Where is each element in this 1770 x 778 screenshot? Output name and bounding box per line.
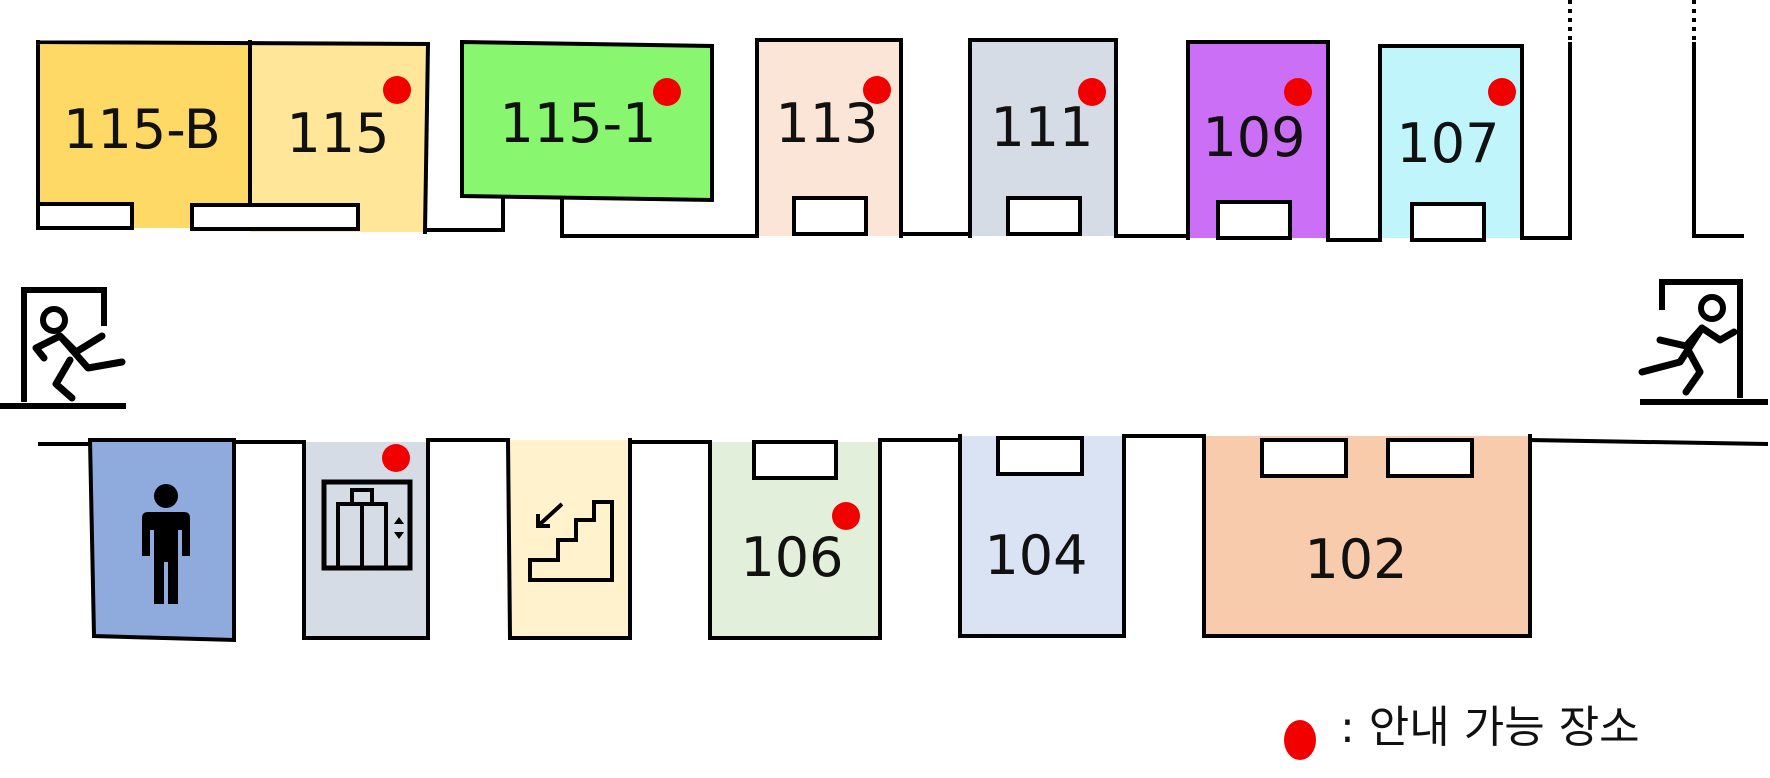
elevator-icon [321,479,413,571]
room-104-label: 104 [984,524,1087,587]
room-115-1-fill [460,39,714,203]
door-106 [752,440,838,480]
room-106[interactable]: 106 [708,440,882,640]
stairs-down-icon [528,500,614,582]
room-106-label: 106 [740,526,843,589]
door-104 [996,436,1084,476]
room-111-label: 111 [990,96,1093,159]
guide-marker [1488,78,1516,106]
room-115-b[interactable]: 115-B [38,42,250,228]
guide-marker [1284,78,1312,106]
wall-segment [560,198,757,238]
legend-marker [1284,720,1316,760]
guide-marker [653,78,681,106]
stairs[interactable] [505,437,632,640]
wall-segment [423,194,505,232]
guide-marker [832,502,860,530]
legend-text: : 안내 가능 장소 [1340,702,1640,753]
room-115-b-label: 115-B [63,98,221,161]
legend: : 안내 가능 장소 [1284,702,1640,760]
room-115-label: 115 [286,102,389,165]
room-113[interactable]: 113 [755,38,903,238]
guide-marker [1078,78,1106,106]
door-107 [1410,202,1486,242]
room-115-1[interactable]: 115-1 [460,39,714,203]
room-113-label: 113 [775,92,878,155]
wall-segment [1527,437,1769,447]
door-109 [1216,200,1292,240]
guide-marker [382,444,410,472]
room-102-label: 102 [1304,528,1407,591]
emergency-exit-icon [0,287,126,409]
room-115[interactable]: 115 [250,42,428,232]
room-109[interactable]: 109 [1186,40,1330,242]
room-115-1-label: 115-1 [500,92,657,155]
wall-segment [1520,42,1744,240]
wall-dotted [1568,0,1696,40]
door-115-b [36,202,134,230]
emergency-exit-icon [1638,279,1768,405]
door-102-right [1386,438,1474,478]
room-107[interactable]: 107 [1378,44,1524,242]
door-113 [792,196,868,236]
guide-marker [863,76,891,104]
elevator[interactable] [302,440,430,640]
room-102[interactable]: 102 [1202,434,1532,638]
room-115-b-fill [38,42,250,228]
room-109-label: 109 [1202,106,1305,169]
door-115 [190,203,360,231]
room-104[interactable]: 104 [958,434,1126,638]
restroom[interactable] [87,438,236,643]
guide-marker [383,76,411,104]
door-111 [1006,196,1082,236]
room-111[interactable]: 111 [968,38,1118,238]
person-icon [142,484,190,604]
room-102-fill [1204,436,1530,636]
room-107-label: 107 [1396,112,1499,175]
door-102-left [1260,438,1348,478]
